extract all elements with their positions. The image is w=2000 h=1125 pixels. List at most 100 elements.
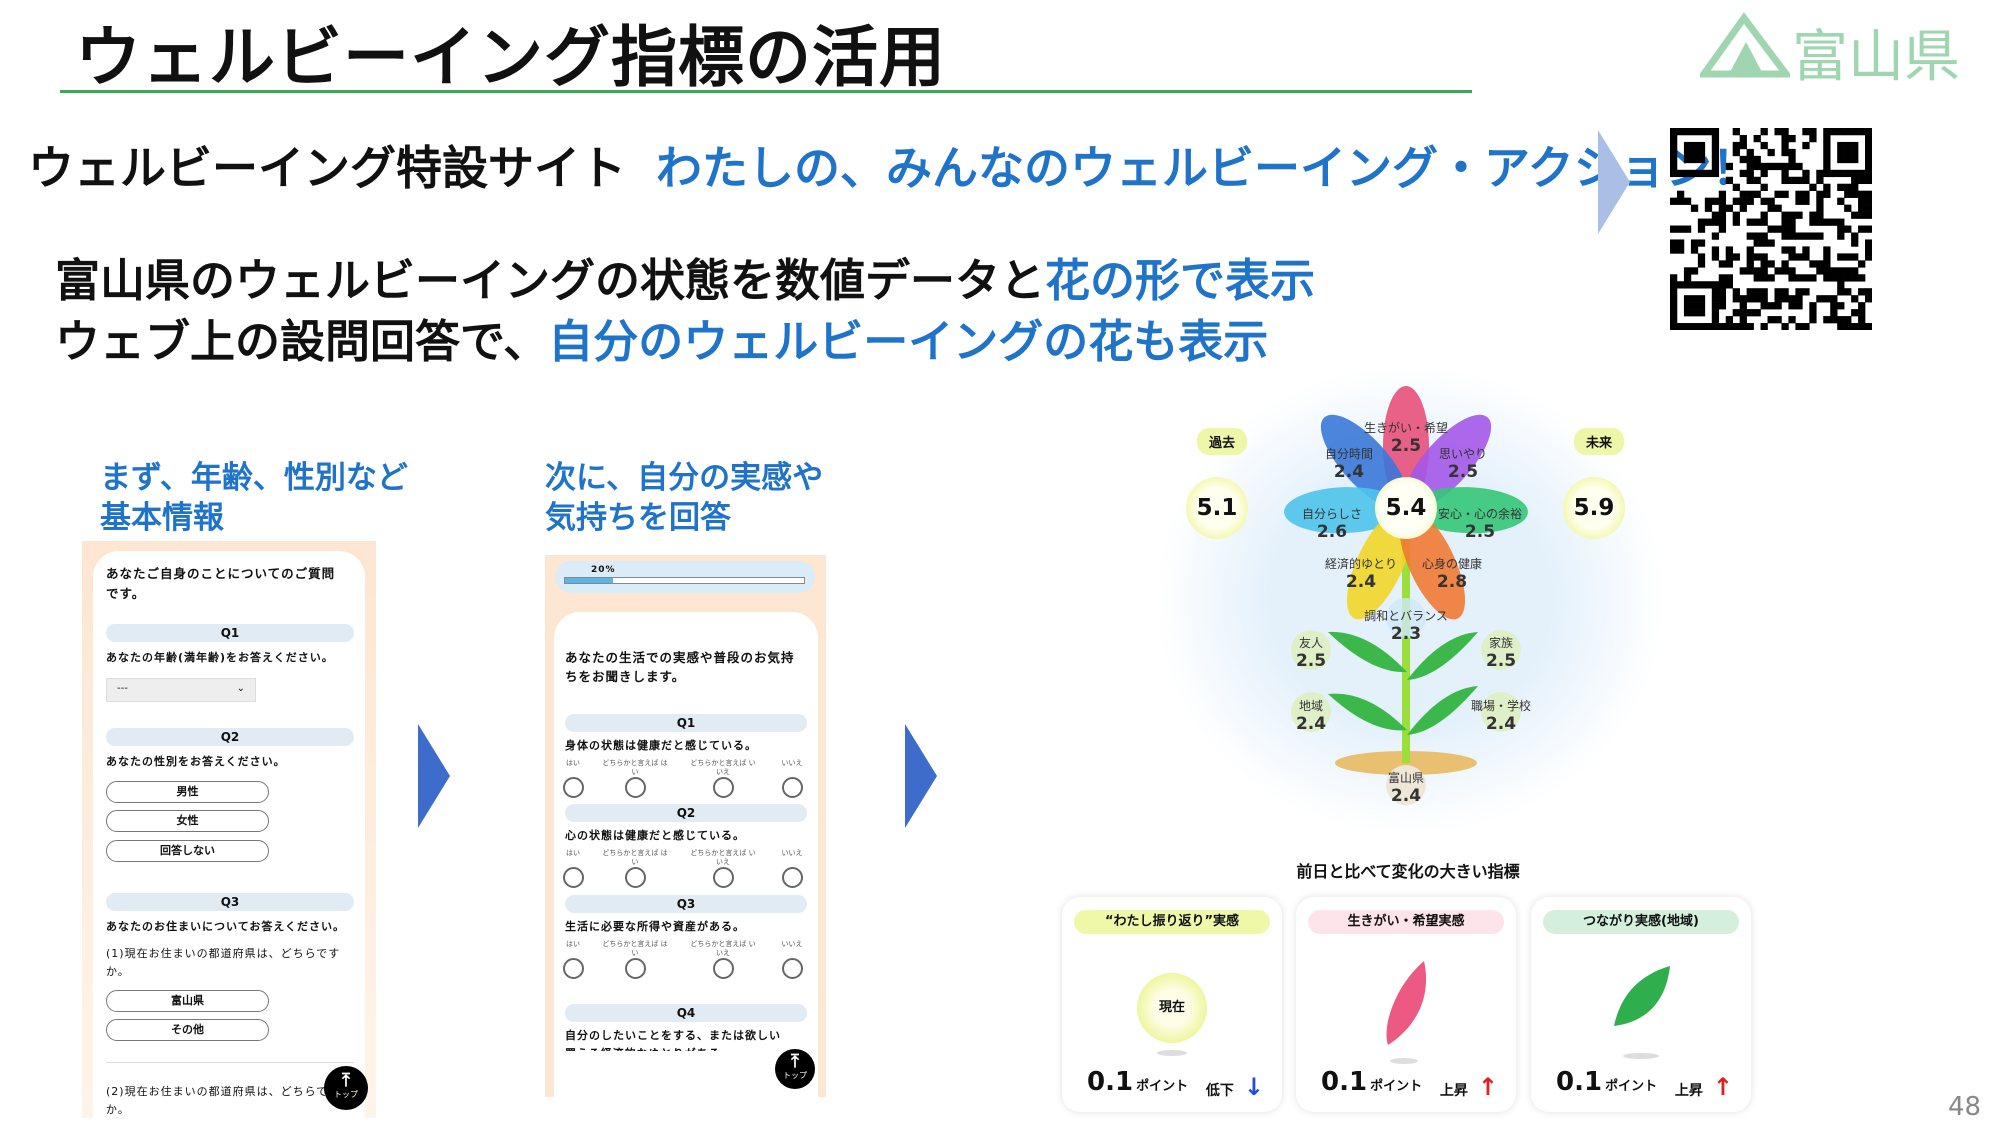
- current-orb: 現在: [1137, 973, 1207, 1043]
- step1-caption: まず、年齢、性別など基本情報: [100, 458, 408, 538]
- q3-label: Q3: [106, 893, 354, 911]
- q1-label: Q1: [106, 624, 354, 642]
- future-label: 未来: [1574, 428, 1625, 455]
- bubble: [1291, 630, 1331, 670]
- name: 経済的ゆとり: [1324, 557, 1398, 571]
- site-name-link[interactable]: わたしの、みんなのウェルビーイング・アクション！: [656, 141, 1758, 195]
- top-label: トップ: [334, 1090, 358, 1099]
- gender-option-male[interactable]: 男性: [106, 781, 269, 803]
- q1-text: あなたの年齢(満年齢)をお答えください。: [106, 651, 334, 664]
- name: 調和とバランス: [1364, 609, 1448, 623]
- question-label: Q1: [565, 714, 807, 732]
- bubble: [1386, 765, 1426, 805]
- scale-label: はい: [566, 759, 580, 767]
- value: 2.5: [1485, 651, 1517, 671]
- bubble: [1386, 598, 1426, 638]
- direction: 上昇: [1674, 1083, 1703, 1099]
- value: 2.4: [1345, 572, 1377, 592]
- site-line: ウェルビーイング特設サイトわたしの、みんなのウェルビーイング・アクション！: [28, 132, 1758, 198]
- question-text: 身体の状態は健康だと感じている。: [565, 739, 757, 752]
- past-label: 過去: [1197, 428, 1248, 455]
- stem: [1402, 520, 1410, 763]
- name: 職場・学校: [1470, 699, 1532, 713]
- description-line-1: 富山県のウェルビーイングの状態を数値データと花の形で表示: [55, 244, 1315, 309]
- answer-radio[interactable]: [782, 777, 803, 798]
- question-label: Q4: [565, 1004, 807, 1022]
- answer-radio[interactable]: [625, 867, 646, 888]
- pref-option-other[interactable]: その他: [106, 1019, 269, 1041]
- value: 2.4: [1333, 462, 1365, 482]
- form-heading: ちをお聞きします。: [565, 669, 686, 684]
- scale-label: はい: [566, 940, 580, 948]
- pref-option-toyama[interactable]: 富山県: [106, 990, 269, 1012]
- scroll-top-button[interactable]: ⤒トップ: [775, 1049, 815, 1089]
- arrow-right-icon: [905, 724, 937, 828]
- scroll-top-button[interactable]: ⤒トップ: [324, 1066, 368, 1110]
- answer-radio[interactable]: [625, 777, 646, 798]
- logo-text: 富山県: [1792, 25, 1960, 90]
- caption-line: まず、年齢、性別など: [100, 460, 408, 496]
- page-number: 48: [1948, 1092, 1982, 1122]
- scale-label: どちらかと言えば はい: [602, 759, 668, 776]
- name: 安心・心の余裕: [1437, 507, 1523, 521]
- name: 富山県: [1387, 771, 1425, 785]
- step2-caption: 次に、自分の実感や気持ちを回答: [545, 458, 823, 538]
- answer-radio[interactable]: [713, 867, 734, 888]
- value: 0.1: [1556, 1067, 1603, 1097]
- text: ウェブ上の設問回答で、: [55, 315, 549, 368]
- direction: 上昇: [1439, 1083, 1468, 1099]
- answer-radio[interactable]: [782, 867, 803, 888]
- name: 地域: [1298, 699, 1323, 713]
- value: 2.5: [1447, 462, 1479, 482]
- caption-line: 気持ちを回答: [545, 500, 731, 536]
- title-underline: [60, 90, 1472, 93]
- change-direction: 上昇↑: [1440, 1073, 1498, 1101]
- answer-radio[interactable]: [713, 958, 734, 979]
- phone-basic-info: あなたご自身のことについてのご質問 です。 Q1 あなたの年齢(満年齢)をお答え…: [82, 541, 376, 1118]
- leaf: [1328, 631, 1407, 673]
- value: 2.5: [1464, 522, 1496, 542]
- gender-option-female[interactable]: 女性: [106, 810, 269, 832]
- chevron-down-icon: ⌄: [236, 683, 245, 694]
- card-label: “わたし振り返り”実感: [1074, 910, 1270, 934]
- card-label: 生きがい・希望実感: [1308, 910, 1504, 934]
- description-line-2: ウェブ上の設問回答で、自分のウェルビーイングの花も表示: [55, 305, 1268, 370]
- divider: [106, 1062, 354, 1063]
- arrow-right-icon: [1598, 130, 1630, 234]
- gender-option-no-answer[interactable]: 回答しない: [106, 840, 269, 862]
- value: 2.4: [1295, 714, 1327, 734]
- scale-label: どちらかと言えば いいえ: [690, 940, 756, 957]
- answer-radio[interactable]: [713, 777, 734, 798]
- age-select[interactable]: ---⌄: [106, 678, 256, 702]
- form-heading: あなたご自身のことについてのご質問: [106, 566, 336, 581]
- question-text: 買える経済的なゆとりがある。: [565, 1045, 733, 1051]
- value: 2.5: [1390, 436, 1422, 456]
- name: 自分らしさ: [1301, 507, 1363, 521]
- answer-radio[interactable]: [563, 958, 584, 979]
- direction: 低下: [1205, 1083, 1234, 1099]
- answer-radio[interactable]: [782, 958, 803, 979]
- page-title: ウェルビーイング指標の活用: [75, 19, 946, 96]
- answer-radio[interactable]: [563, 777, 584, 798]
- answer-radio[interactable]: [625, 958, 646, 979]
- answer-radio[interactable]: [563, 867, 584, 888]
- value: 2.4: [1485, 714, 1517, 734]
- top-label: トップ: [783, 1071, 807, 1080]
- question-text: 心の状態は健康だと感じている。: [565, 829, 745, 842]
- scale-label: いいえ: [781, 849, 803, 857]
